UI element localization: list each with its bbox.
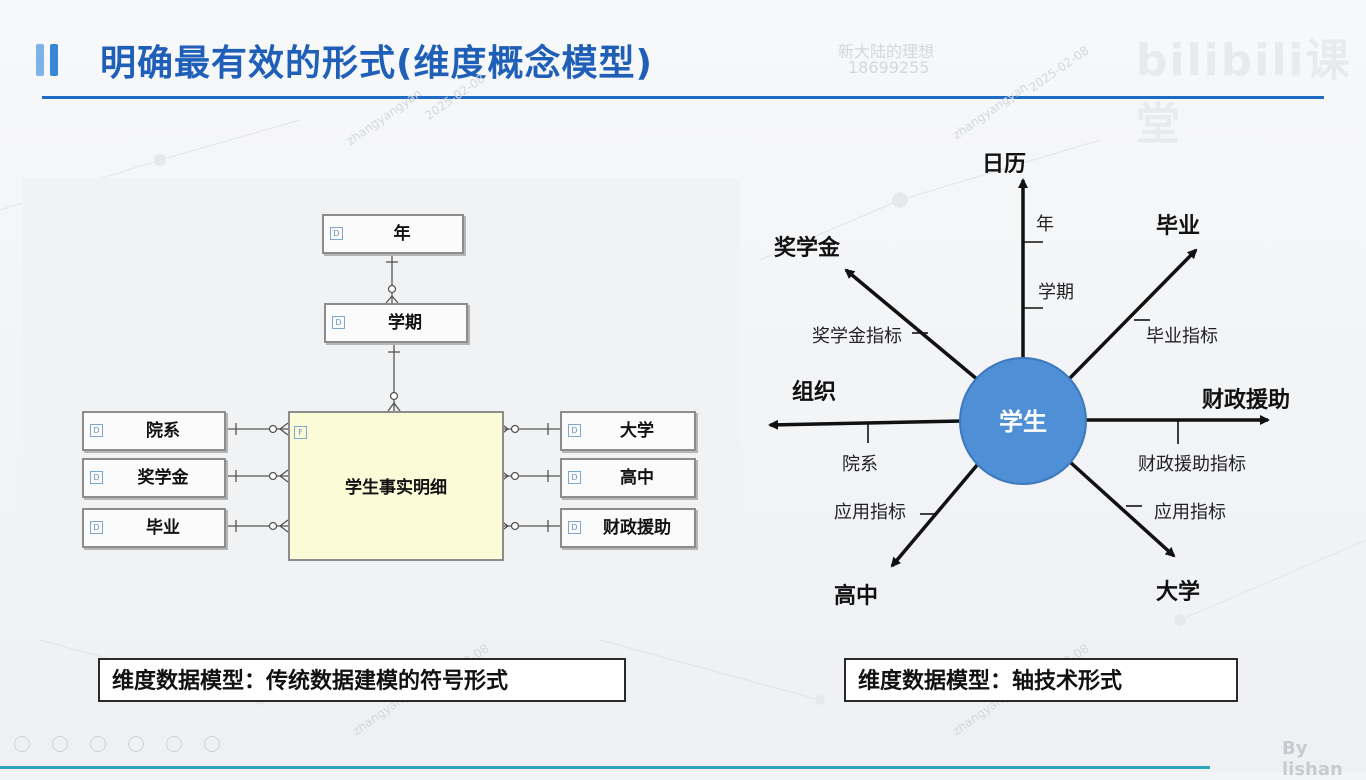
axis-scholarship-line bbox=[844, 268, 980, 382]
pen-icon[interactable] bbox=[90, 736, 106, 752]
more-icon[interactable] bbox=[204, 736, 220, 752]
entity-year-label: 年 bbox=[393, 224, 411, 244]
axis-label-organization: 组织 bbox=[792, 380, 837, 405]
bottom-rule bbox=[0, 766, 1210, 769]
axis-label-scholarship: 奖学金 bbox=[774, 236, 841, 261]
entity-scholarship: D 奖学金 bbox=[82, 458, 226, 498]
brand-logo: bilibili课堂 bbox=[1136, 35, 1352, 150]
slide-toolbar bbox=[14, 736, 242, 756]
entity-term-label: 学期 bbox=[388, 313, 422, 333]
entity-graduation-label: 毕业 bbox=[146, 518, 180, 538]
axis-organization-line bbox=[768, 419, 963, 430]
dimension-tag-icon: D bbox=[568, 521, 581, 534]
title-bars-icon bbox=[36, 44, 68, 76]
axis-label-high-school: 高中 bbox=[834, 584, 879, 609]
entity-scholarship-label: 奖学金 bbox=[137, 468, 189, 488]
entity-department-label: 院系 bbox=[146, 421, 180, 441]
axis-label-financial-aid: 财政援助 bbox=[1202, 388, 1291, 413]
axis-high-school-line bbox=[890, 462, 980, 568]
page-title: 明确最有效的形式(维度概念模型) bbox=[100, 43, 653, 84]
axis-label-calendar: 日历 bbox=[982, 152, 1027, 177]
fact-table-label: 学生事实明细 bbox=[345, 478, 447, 498]
tick-label-year: 年 bbox=[1036, 214, 1054, 235]
zoom-icon[interactable] bbox=[166, 736, 182, 752]
dimension-tag-icon: D bbox=[90, 471, 103, 484]
axis-label-graduation: 毕业 bbox=[1156, 214, 1201, 239]
entity-graduation: D 毕业 bbox=[82, 508, 226, 548]
entity-year: D 年 bbox=[322, 214, 464, 254]
traditional-caption: 维度数据模型：传统数据建模的符号形式 bbox=[98, 658, 626, 702]
tick-label-department: 院系 bbox=[842, 454, 878, 475]
dimension-tag-icon: D bbox=[90, 521, 103, 534]
title-divider bbox=[42, 96, 1324, 99]
entity-financial-aid: D 财政援助 bbox=[560, 508, 696, 548]
axis-label-university: 大学 bbox=[1156, 580, 1201, 605]
entity-high-school-label: 高中 bbox=[620, 468, 654, 488]
entity-university-label: 大学 bbox=[620, 421, 654, 441]
dimension-tag-icon: D bbox=[332, 316, 345, 329]
student-center-circle bbox=[959, 357, 1087, 485]
tick-label-scholarship-metric: 奖学金指标 bbox=[812, 326, 902, 347]
entity-department: D 院系 bbox=[82, 411, 226, 451]
dimension-tag-icon: D bbox=[568, 424, 581, 437]
axis-caption: 维度数据模型：轴技术形式 bbox=[844, 658, 1238, 702]
fact-table-student: F 学生事实明细 bbox=[288, 411, 504, 561]
dimension-tag-icon: D bbox=[330, 227, 343, 240]
fact-tag-icon: F bbox=[294, 426, 307, 439]
tick-label-financial-aid-metric: 财政援助指标 bbox=[1138, 454, 1246, 475]
tick-label-application-metric-left: 应用指标 bbox=[834, 502, 906, 523]
next-icon[interactable] bbox=[52, 736, 68, 752]
entity-high-school: D 高中 bbox=[560, 458, 696, 498]
prev-icon[interactable] bbox=[14, 736, 30, 752]
axis-university-line bbox=[1068, 460, 1176, 558]
entity-financial-aid-label: 财政援助 bbox=[603, 518, 671, 538]
tick-label-application-metric-right: 应用指标 bbox=[1154, 502, 1226, 523]
slides-icon[interactable] bbox=[128, 736, 144, 752]
watermark-line1: 新大陆的理想 bbox=[838, 42, 935, 61]
entity-university: D 大学 bbox=[560, 411, 696, 451]
tick-label-graduation-metric: 毕业指标 bbox=[1146, 326, 1218, 347]
entity-term: D 学期 bbox=[324, 303, 468, 343]
dimension-tag-icon: D bbox=[90, 424, 103, 437]
author-credit: By lishan bbox=[1282, 738, 1343, 780]
watermark-line2: 18699255 bbox=[848, 58, 930, 77]
tick-label-term: 学期 bbox=[1038, 282, 1074, 303]
dimension-tag-icon: D bbox=[568, 471, 581, 484]
axis-graduation-line bbox=[1066, 248, 1198, 382]
center-label: 学生 bbox=[999, 408, 1047, 436]
